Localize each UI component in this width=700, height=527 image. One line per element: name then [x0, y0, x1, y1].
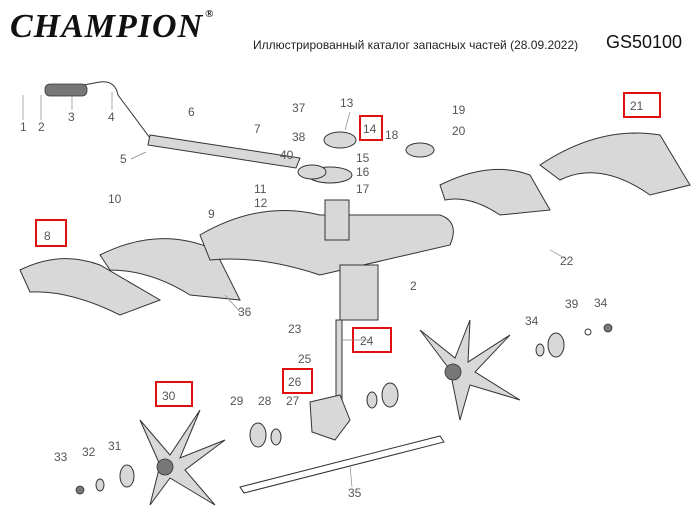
part-label: 8 [44, 229, 51, 243]
drive-shaft [335, 319, 343, 401]
part-label: 27 [286, 394, 300, 408]
part-label: 32 [82, 445, 96, 459]
part-label: 5 [120, 152, 127, 166]
part-label: 28 [258, 394, 272, 408]
part-label: 29 [230, 394, 244, 408]
left-tines [139, 409, 226, 506]
part-label: 24 [360, 334, 374, 348]
part-label: 14 [363, 122, 377, 136]
center-column [324, 199, 350, 241]
mounting-bar [147, 134, 301, 169]
right-fender [539, 132, 691, 196]
part-label: 13 [340, 96, 354, 110]
part-label: 18 [385, 128, 399, 142]
disc-34 [547, 332, 565, 358]
highlight-box-30 [155, 381, 193, 407]
top-gear [323, 131, 357, 149]
part-label: 6 [188, 105, 195, 119]
part-label: 19 [452, 103, 466, 117]
nut-33 [75, 485, 85, 495]
part-label: 33 [54, 450, 68, 464]
part-label: 21 [630, 99, 644, 113]
part-label: 34 [594, 296, 608, 310]
part-label: 38 [292, 130, 306, 144]
handle-grip [44, 83, 88, 97]
washer-28 [270, 428, 282, 446]
part-label: 30 [162, 389, 176, 403]
brand-name: CHAMPION [10, 8, 204, 45]
brand-mark: ® [205, 8, 215, 20]
part-label: 39 [565, 297, 579, 311]
right-tine-cover [439, 168, 551, 216]
part-label: 9 [208, 207, 215, 221]
part-label: 17 [356, 182, 370, 196]
part-label: 10 [108, 192, 122, 206]
nut-34 [603, 323, 613, 333]
part-label: 36 [238, 305, 252, 319]
part-label: 11 [254, 182, 267, 196]
bearing-left [297, 164, 327, 180]
part-label: 2 [410, 279, 417, 293]
part-label: 25 [298, 352, 312, 366]
part-label: 35 [348, 486, 362, 500]
part-label: 2 [38, 120, 45, 134]
highlight-box-26 [282, 368, 313, 394]
part-label: 37 [292, 101, 306, 115]
washer-32 [95, 478, 105, 492]
leader-lines [22, 92, 569, 488]
part-label: 3 [68, 110, 75, 124]
disc-31 [119, 464, 135, 488]
center-cover [199, 210, 454, 276]
left-tine-cover [99, 238, 241, 301]
washer-right [366, 391, 378, 409]
part-label: 31 [108, 439, 122, 453]
gearbox [309, 394, 351, 441]
part-label: 4 [108, 110, 115, 124]
part-label: 16 [356, 165, 370, 179]
disc-29 [249, 422, 267, 448]
washer-34 [535, 343, 545, 357]
right-tines [419, 319, 521, 421]
handle-bar [44, 81, 301, 161]
part-label: 15 [356, 151, 370, 165]
highlight-box-8 [35, 219, 67, 247]
catalog-title: Иллюстрированный каталог запасных частей… [253, 38, 579, 52]
part-label: 23 [288, 322, 302, 336]
highlight-box-21 [623, 92, 661, 118]
part-label: 7 [254, 122, 261, 136]
washer-39 [584, 328, 592, 336]
lower-bracket [339, 264, 379, 321]
model-number: GS50100 [606, 32, 683, 52]
left-fender [19, 258, 162, 316]
part-label: 40 [280, 148, 294, 162]
part-label: 20 [452, 124, 466, 138]
part-label: 34 [525, 314, 539, 328]
part-label: 22 [560, 254, 574, 268]
disc-right [381, 382, 399, 408]
bearing-right [405, 142, 435, 158]
part-label: 26 [288, 375, 302, 389]
part-label: 12 [254, 196, 268, 210]
part-label: 1 [20, 120, 27, 134]
brand-logo: CHAMPION® [10, 8, 214, 46]
highlight-box-14 [359, 115, 383, 141]
tine-axle [239, 435, 445, 494]
